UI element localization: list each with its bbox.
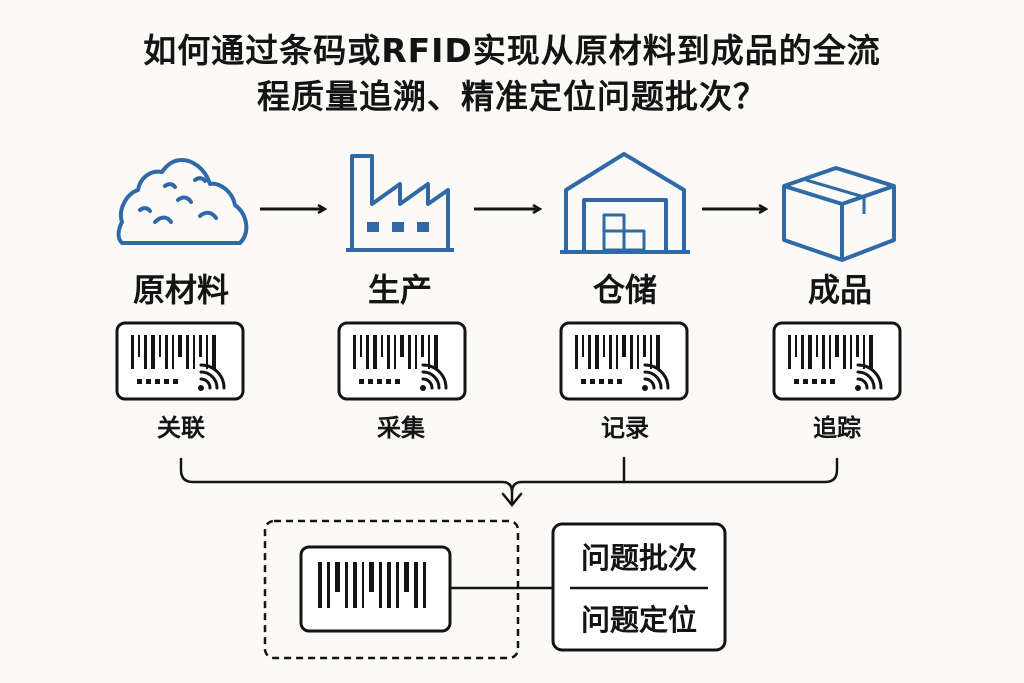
stage-label-finished-product: 成品 (807, 271, 872, 309)
rfid-signal-icon (855, 363, 883, 391)
action-label-link: 关联 (157, 414, 205, 442)
batch-barcode-icon (318, 562, 426, 608)
barcode-icon (353, 335, 438, 384)
stage-label-raw-material: 原材料 (132, 271, 229, 309)
product-box-icon (782, 166, 896, 262)
rfid-signal-icon (642, 363, 670, 391)
barcode-icon (575, 335, 660, 384)
tag-card-1 (115, 321, 245, 401)
barcode-icon (131, 335, 216, 384)
action-label-track: 追踪 (813, 414, 861, 442)
raw-material-pile-icon (116, 158, 249, 245)
diagram-title-line-1: 如何通过条码或RFID实现从原材料到成品的全流 (143, 31, 881, 70)
tag-card-3 (559, 321, 689, 401)
batch-barcode-card (299, 545, 452, 633)
barcode-icon (788, 335, 873, 384)
diagram-title-line-2: 程质量追溯、精准定位问题批次？ (257, 77, 767, 116)
tag-card-2 (337, 321, 467, 401)
rfid-signal-icon (198, 363, 226, 391)
action-label-record: 记录 (601, 414, 649, 442)
factory-icon (346, 154, 454, 252)
stage-label-production: 生产 (367, 271, 432, 309)
result-problem-location: 问题定位 (580, 603, 697, 637)
warehouse-icon (560, 152, 690, 254)
action-label-collect: 采集 (377, 414, 425, 442)
rfid-signal-icon (420, 363, 448, 391)
tag-card-4 (772, 321, 902, 401)
connector-bracket (179, 456, 839, 507)
stage-label-warehouse: 仓储 (592, 271, 657, 309)
batch-dashed-box (263, 519, 520, 660)
result-problem-batch: 问题批次 (580, 541, 697, 575)
